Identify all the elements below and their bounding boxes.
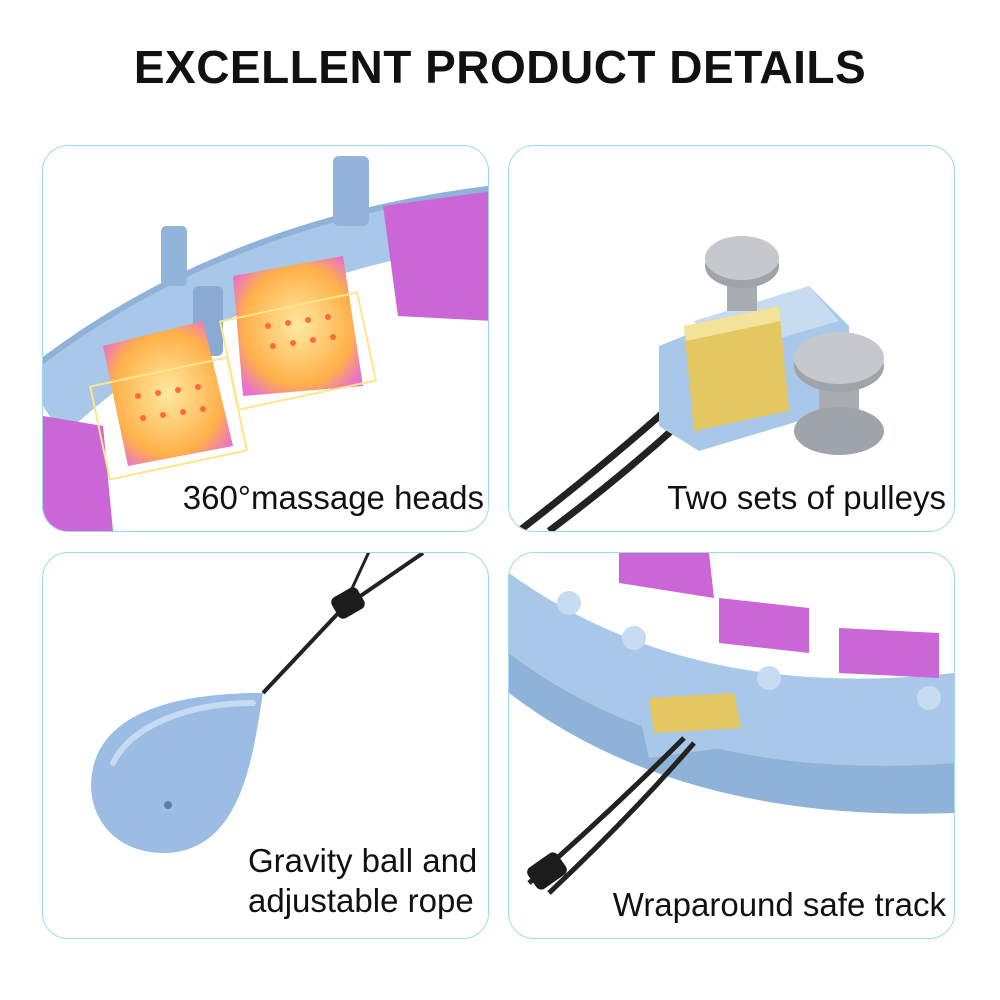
panel-massage-heads: 360°massage heads: [42, 145, 489, 532]
gravity-ball-illustration: [91, 553, 425, 853]
track-illustration: [509, 553, 954, 895]
panel-safe-track: Wraparound safe track: [508, 552, 955, 939]
caption-massage-heads: 360°massage heads: [182, 479, 484, 516]
panel-gravity-ball: Gravity ball and adjustable rope: [42, 552, 489, 939]
caption-safe-track: Wraparound safe track: [612, 886, 946, 923]
panel-pulleys: Two sets of pulleys: [508, 145, 955, 532]
page-title: EXCELLENT PRODUCT DETAILS: [133, 41, 867, 93]
caption-pulleys: Two sets of pulleys: [667, 479, 946, 516]
pulley-illustration: [516, 236, 884, 531]
caption-line-2: adjustable rope: [248, 882, 474, 919]
massage-heads-illustration: [43, 156, 488, 531]
caption-gravity-ball: Gravity ball and adjustable rope: [248, 841, 477, 921]
caption-line-1: Gravity ball and: [248, 842, 478, 879]
